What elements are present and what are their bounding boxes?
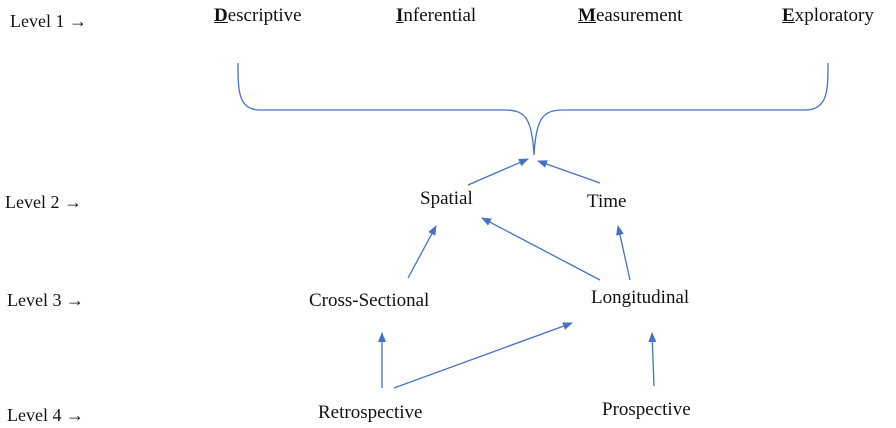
- arrow-prospective-to-longitudinal: [648, 332, 657, 387]
- term-cross-sectional: Cross-Sectional: [309, 290, 430, 311]
- arrow-longitudinal-to-time: [616, 225, 631, 281]
- arrow-longitudinal-to-spatial: [481, 217, 601, 281]
- term-exploratory: Exploratory: [782, 5, 874, 27]
- level-3-label: Level 3 →: [7, 290, 84, 310]
- term-longitudinal: Longitudinal: [591, 287, 690, 308]
- term-descriptive-rest: escriptive: [227, 5, 302, 26]
- term-prospective: Prospective: [602, 399, 691, 420]
- term-exploratory-initial: E: [782, 5, 795, 26]
- term-time: Time: [587, 191, 627, 212]
- level-2-label: Level 2 →: [5, 192, 82, 212]
- term-measurement: Measurement: [578, 5, 682, 27]
- term-descriptive: Descriptive: [214, 5, 302, 27]
- term-measurement-rest: easurement: [595, 5, 683, 26]
- term-inferential-rest: nferential: [403, 5, 477, 26]
- arrow-time-to-brace: [537, 160, 601, 184]
- level-4-label: Level 4 →: [7, 405, 84, 425]
- level-1-label: Level 1 →: [10, 11, 87, 31]
- arrow-cross-sectional-to-spatial: [407, 225, 437, 279]
- term-measurement-initial: M: [578, 5, 596, 26]
- term-descriptive-initial: D: [214, 5, 228, 26]
- term-exploratory-rest: xploratory: [794, 5, 874, 26]
- level-1-brace: [237, 62, 829, 156]
- term-inferential: Inferential: [396, 5, 476, 27]
- term-retrospective: Retrospective: [318, 402, 423, 423]
- term-spatial: Spatial: [420, 188, 473, 209]
- term-inferential-initial: I: [396, 5, 404, 26]
- arrow-retrospective-to-longitudinal: [393, 322, 573, 389]
- arrow-spatial-to-brace: [467, 158, 529, 186]
